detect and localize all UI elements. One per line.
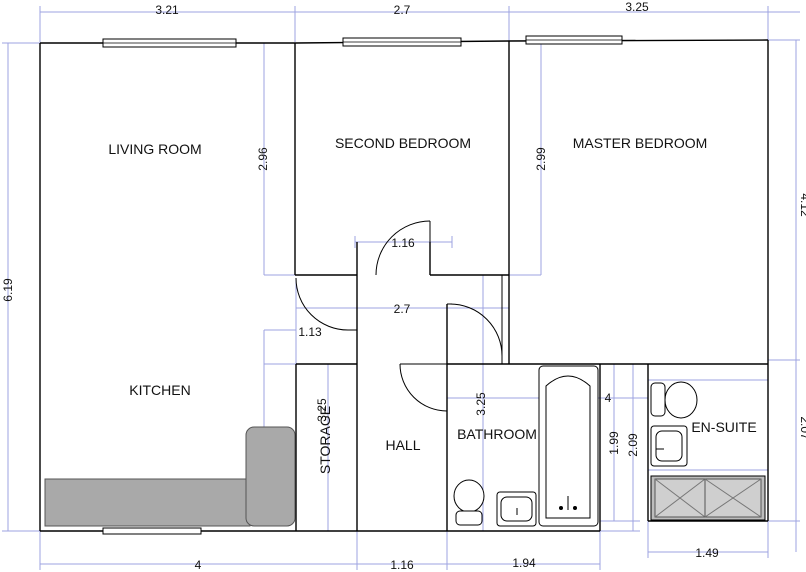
dim-en-suite-offset: 4	[605, 391, 612, 405]
dim-living-room-width: 3.21	[155, 3, 179, 17]
dim-en-suite-width: 1.49	[695, 546, 719, 560]
master-bedroom-label: MASTER BEDROOM	[573, 135, 708, 151]
dim-master-bedroom-depth: 2.99	[534, 147, 548, 171]
hall-label: HALL	[385, 437, 420, 453]
bathtub-basin	[545, 375, 591, 519]
en-suite-label: EN-SUITE	[691, 419, 756, 435]
room-labels: LIVING ROOM SECOND BEDROOM MASTER BEDROO…	[108, 135, 756, 474]
second-bedroom-label: SECOND BEDROOM	[335, 135, 471, 151]
dim-bathroom-width: 1.94	[512, 556, 536, 570]
storage-label: STORAGE	[317, 406, 333, 474]
master-bedroom-door	[449, 303, 503, 357]
dim-kitchen-width: 4	[195, 558, 202, 572]
dim-corridor-width: 2.7	[394, 302, 411, 316]
dim-bathroom-depth-a: 1.99	[607, 431, 621, 455]
bathtub-tap-knob-left	[559, 506, 563, 510]
kitchen-counter	[44, 478, 251, 527]
living-room-label: LIVING ROOM	[108, 141, 201, 157]
dim-kitchen-opening: 1.13	[298, 325, 322, 339]
windows	[102, 35, 623, 535]
dim-second-bedroom-depth: 2.96	[256, 147, 270, 171]
dim-hall-width: 1.16	[390, 558, 414, 572]
en-suite-toilet-icon	[664, 381, 698, 419]
bathtub-tap-knob-right	[573, 506, 577, 510]
dim-storage-depth: 3.25	[315, 398, 329, 422]
dim-right-wall-lower: 2.07	[798, 416, 806, 440]
kitchen-window	[102, 527, 202, 535]
bathroom-door	[399, 363, 448, 412]
en-suite-toilet-cistern	[650, 382, 666, 417]
kitchen-counter-corner	[245, 426, 296, 527]
dim-master-bedroom-width: 3.25	[625, 0, 649, 14]
bathroom-label: BATHROOM	[457, 426, 537, 442]
dim-hall-door-width: 1.16	[391, 236, 415, 250]
doors	[295, 220, 503, 412]
bathroom-toilet-cistern	[455, 510, 483, 526]
kitchen-label: KITCHEN	[129, 382, 190, 398]
dim-second-bedroom-width: 2.7	[394, 3, 411, 17]
second-bedroom-door	[375, 220, 431, 276]
dim-right-wall-upper: 4.12	[798, 193, 806, 217]
living-room-door	[295, 277, 349, 331]
dim-bathroom-depth-b: 2.09	[626, 433, 640, 457]
dim-overall-depth: 6.19	[1, 278, 15, 302]
fixtures	[44, 365, 766, 527]
en-suite-sink-basin	[655, 430, 683, 462]
bathroom-toilet-icon	[453, 479, 485, 513]
dim-hall-depth: 3.25	[474, 392, 488, 416]
